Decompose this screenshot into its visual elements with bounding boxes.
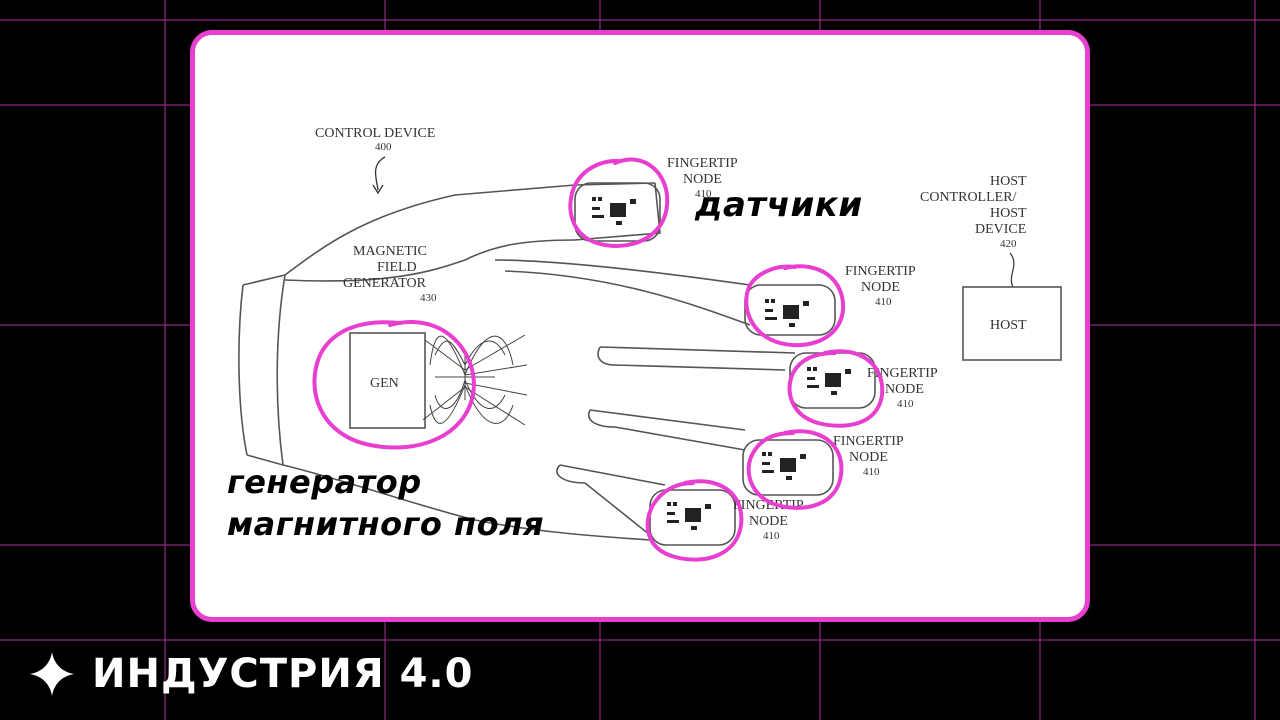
mfg-label-line2: FIELD	[377, 260, 417, 275]
svg-text:FINGERTIP: FINGERTIP	[867, 366, 938, 381]
generator-annotation-line2: магнитного поля	[227, 505, 545, 543]
host-label-line4: DEVICE	[975, 222, 1026, 237]
highlight-fingertip-1	[568, 157, 670, 248]
fingertip-label-4: FINGERTIP NODE 410	[833, 434, 904, 478]
svg-text:NODE: NODE	[749, 514, 788, 529]
brand-title: ИНДУСТРИЯ 4.0	[92, 651, 474, 697]
sensors-annotation: датчики	[695, 185, 863, 225]
svg-text:410: 410	[763, 530, 780, 542]
fingertip-chips	[592, 197, 851, 530]
diamond-sparkle-icon	[30, 652, 74, 696]
svg-text:NODE: NODE	[683, 172, 722, 187]
svg-text:410: 410	[863, 466, 880, 478]
host-label-line1: HOST	[990, 174, 1027, 189]
gen-box	[349, 332, 426, 429]
control-device-arrow	[374, 156, 386, 191]
fingertip-label-3: FINGERTIP NODE 410	[867, 366, 938, 410]
highlight-fingertip-3	[787, 349, 885, 428]
host-box-label: HOST	[990, 318, 1027, 333]
svg-text:NODE: NODE	[861, 280, 900, 295]
patent-diagram-card: CONTROL DEVICE 400	[190, 30, 1090, 622]
control-device-label: CONTROL DEVICE	[315, 126, 435, 141]
mfg-label-line1: MAGNETIC	[353, 244, 427, 259]
highlight-generator	[312, 320, 476, 450]
fingertip-label-2: FINGERTIP NODE 410	[845, 264, 916, 308]
highlight-fingertip-5	[645, 479, 744, 562]
svg-text:410: 410	[897, 398, 914, 410]
mfg-number: 430	[420, 292, 437, 304]
host-label-line2: CONTROLLER/	[920, 190, 1017, 205]
svg-text:FINGERTIP: FINGERTIP	[667, 156, 738, 171]
highlight-circles	[312, 157, 885, 562]
svg-text:FINGERTIP: FINGERTIP	[733, 498, 804, 513]
svg-text:410: 410	[695, 188, 712, 200]
fingertip-label-5: FINGERTIP NODE 410	[733, 498, 804, 542]
host-box	[962, 286, 1062, 361]
host-number: 420	[1000, 238, 1017, 250]
highlight-fingertip-4	[746, 429, 844, 510]
svg-text:FINGERTIP: FINGERTIP	[833, 434, 904, 449]
patent-drawing: CONTROL DEVICE 400	[238, 126, 1062, 562]
brand: ИНДУСТРИЯ 4.0	[28, 650, 473, 698]
fingertip-label-1: FINGERTIP NODE 410	[667, 156, 738, 200]
svg-text:NODE: NODE	[849, 450, 888, 465]
mfg-label-line3: GENERATOR	[343, 276, 427, 291]
control-device-number: 400	[375, 141, 392, 153]
host-label-line3: HOST	[990, 206, 1027, 221]
generator-annotation-line1: генератор	[227, 463, 422, 501]
svg-text:NODE: NODE	[885, 382, 924, 397]
svg-text:410: 410	[875, 296, 892, 308]
highlight-fingertip-2	[744, 264, 846, 348]
svg-text:FINGERTIP: FINGERTIP	[845, 264, 916, 279]
gen-box-label: GEN	[370, 376, 399, 391]
